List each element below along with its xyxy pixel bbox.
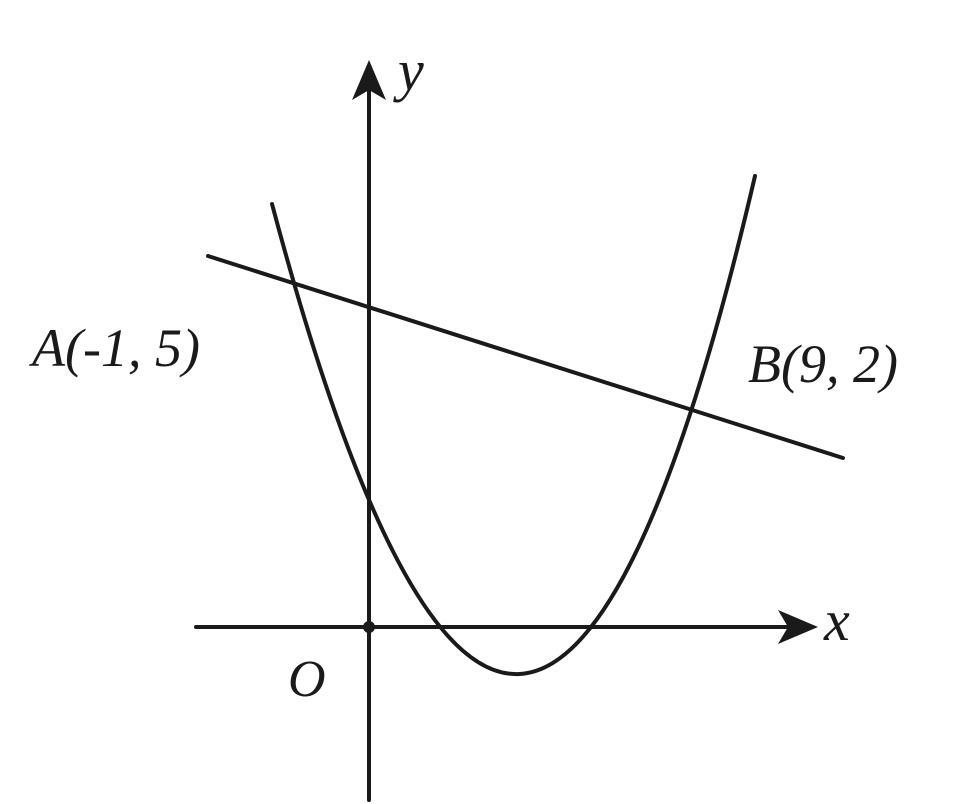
line-ab bbox=[206, 254, 845, 460]
point-b-label: B(9, 2) bbox=[748, 334, 898, 394]
origin-point bbox=[363, 621, 375, 633]
point-a-label: A(-1, 5) bbox=[29, 318, 200, 378]
y-axis-arrowhead bbox=[352, 60, 386, 100]
parabola-curve bbox=[270, 174, 757, 677]
y-axis-label: y bbox=[393, 38, 424, 103]
x-axis-label: x bbox=[823, 588, 850, 653]
origin-label: O bbox=[288, 651, 326, 708]
x-axis-arrowhead bbox=[778, 610, 818, 644]
